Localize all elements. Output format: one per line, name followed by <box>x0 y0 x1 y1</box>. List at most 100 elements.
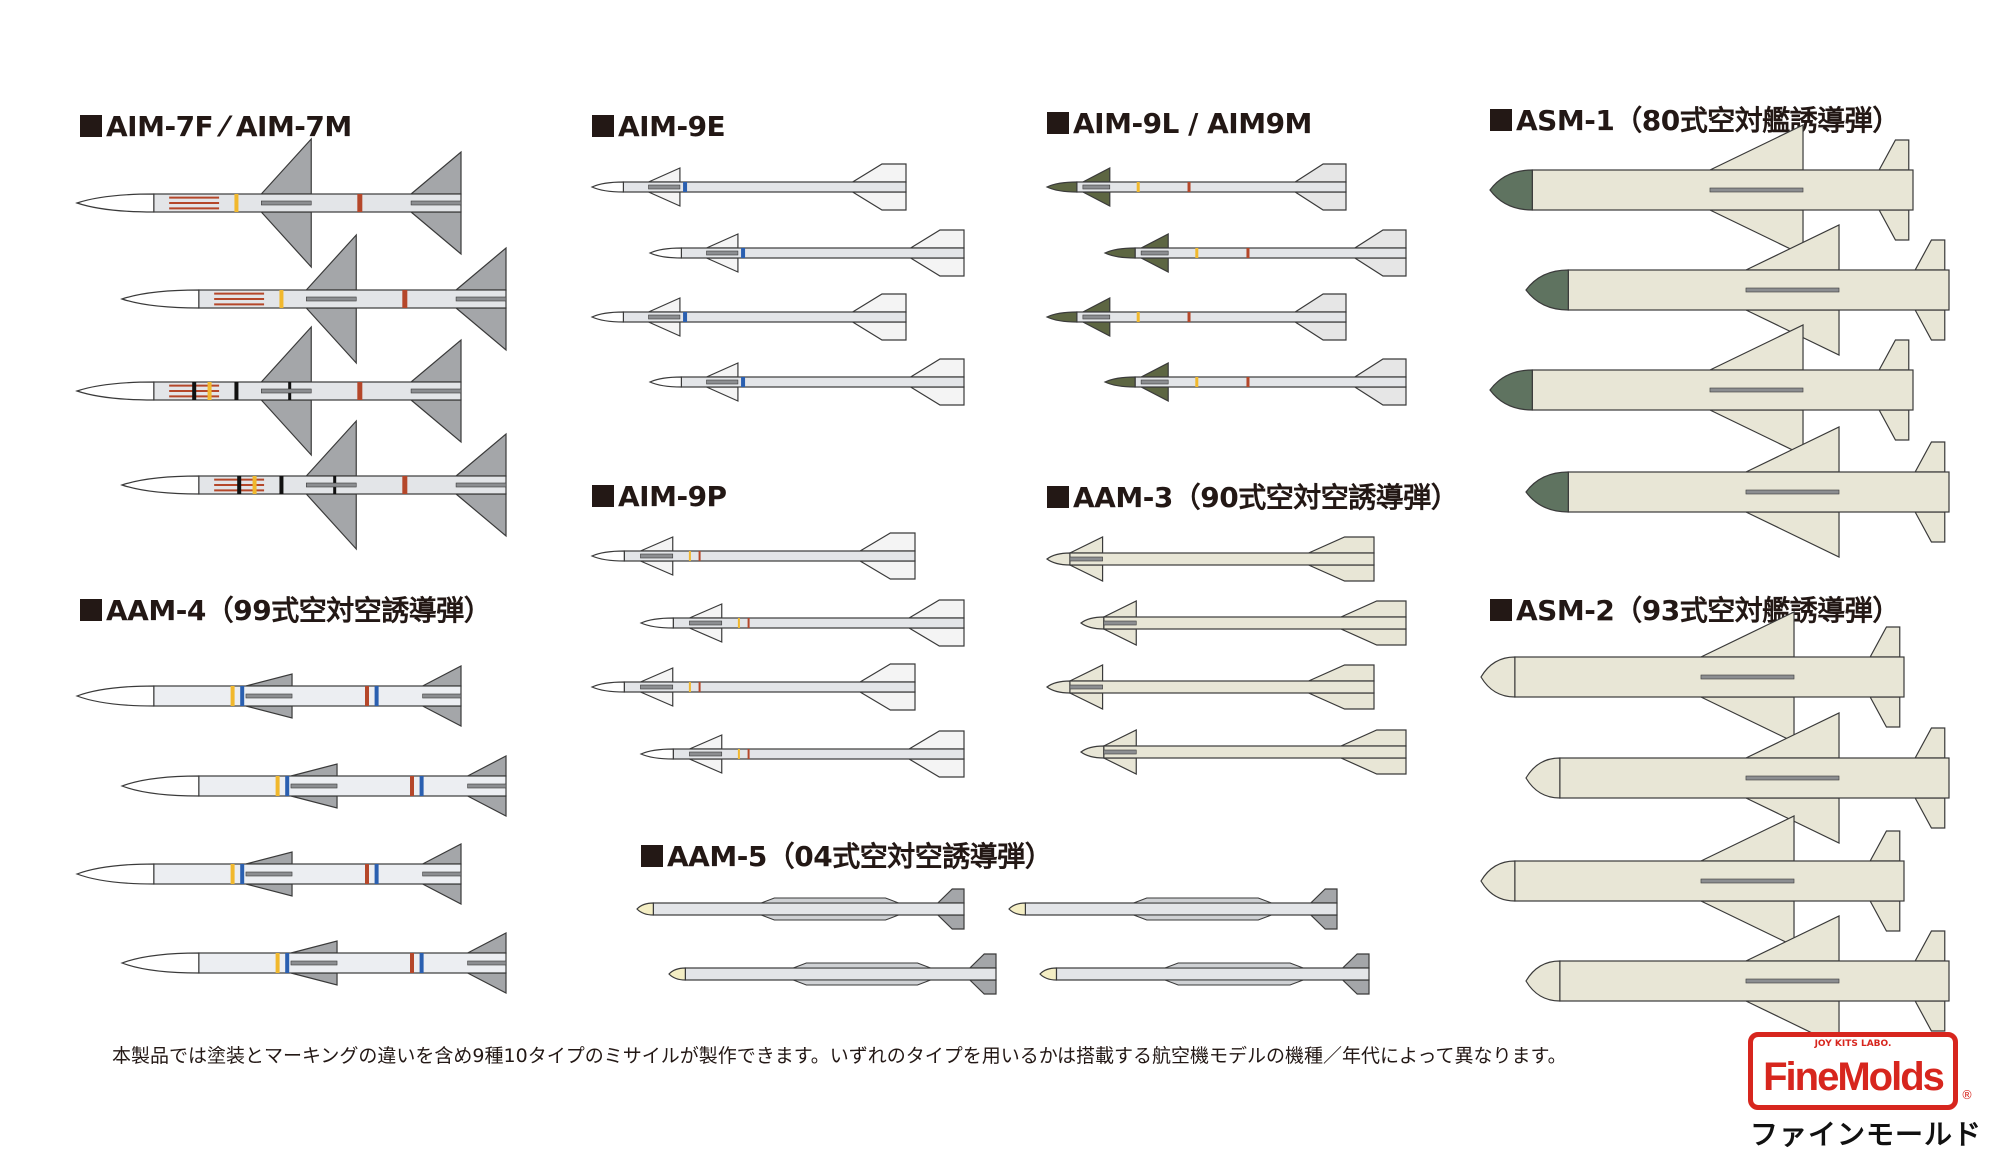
fin <box>290 972 338 986</box>
fin <box>857 691 916 711</box>
missile-nose <box>1080 616 1105 630</box>
section-title-aam5: AAM-5（04式空対空誘導弾） <box>641 840 1053 874</box>
band <box>279 476 284 494</box>
missile-nose <box>648 376 682 388</box>
band <box>230 864 235 884</box>
fin <box>1878 209 1910 241</box>
missile-asm1-1 <box>1489 124 1914 256</box>
fin-edge <box>1140 379 1169 385</box>
missile-asm2-4 <box>1525 915 1950 1047</box>
fin <box>1140 362 1169 378</box>
fin <box>409 399 462 444</box>
finemolds-logo: JOY KITS LABO. FineMolds <box>1748 1032 1958 1110</box>
fin <box>1914 727 1946 759</box>
fin <box>1082 321 1111 337</box>
fin <box>1914 797 1946 829</box>
fin <box>1103 600 1137 618</box>
missile-asm2-1 <box>1480 611 1905 743</box>
fin <box>1352 386 1407 406</box>
fin <box>304 233 357 291</box>
missile-nose <box>75 863 155 885</box>
fin <box>454 432 507 477</box>
strake <box>793 962 931 969</box>
band <box>240 686 245 706</box>
fin <box>1069 536 1104 554</box>
fin-edge <box>640 684 674 690</box>
band <box>237 476 242 494</box>
fin <box>689 603 723 619</box>
fin <box>1293 191 1347 211</box>
fin-edge <box>245 693 293 699</box>
fin <box>259 325 312 383</box>
fin <box>1103 729 1137 747</box>
fin <box>409 338 462 383</box>
fin <box>1914 309 1946 341</box>
strake <box>1133 914 1272 921</box>
fin <box>467 755 507 777</box>
fin <box>1309 914 1338 930</box>
fin <box>936 888 965 904</box>
band <box>1195 377 1199 387</box>
fin-edge <box>245 871 293 877</box>
band <box>1187 182 1191 192</box>
missile-aim9l-3 <box>1045 293 1347 341</box>
fin <box>1914 441 1946 473</box>
fin-edge <box>467 783 507 789</box>
fin <box>290 763 338 777</box>
fin <box>1340 600 1407 618</box>
title-square <box>80 115 102 137</box>
band <box>357 382 363 400</box>
fin <box>1103 757 1137 775</box>
fin-edge <box>467 960 507 966</box>
fin <box>1069 564 1104 582</box>
fin <box>1293 293 1347 313</box>
fin <box>1878 409 1910 441</box>
fin <box>850 321 907 341</box>
missile-asm1-2 <box>1525 224 1950 356</box>
band <box>683 182 688 192</box>
missile-aim9l-4 <box>1103 358 1407 406</box>
missile-nose <box>1525 757 1561 799</box>
band <box>747 618 750 628</box>
band <box>1246 377 1250 387</box>
missile-nose <box>120 475 200 495</box>
missile-aam3-2 <box>1080 600 1407 646</box>
fin <box>1878 139 1910 171</box>
strake <box>1133 897 1272 904</box>
fin-edge <box>261 200 312 206</box>
title-square <box>80 599 102 621</box>
missile-body <box>153 685 462 707</box>
missile-nose <box>1045 552 1071 566</box>
band <box>741 377 746 387</box>
missile-body <box>1134 247 1407 259</box>
missile-aim9e-4 <box>648 358 965 406</box>
missile-aim7-4 <box>120 419 507 551</box>
section-title-aim9l: AIM-9L / AIM9M <box>1047 107 1312 141</box>
missile-aam3-4 <box>1080 729 1407 775</box>
fin-edge <box>290 783 338 789</box>
missile-aim9e-3 <box>590 293 907 341</box>
fin <box>1700 815 1795 862</box>
fin <box>1869 696 1901 728</box>
missile-body <box>1055 967 1370 981</box>
fin <box>906 730 965 750</box>
fin-edge <box>306 296 357 302</box>
missile-body <box>1103 616 1407 630</box>
fin <box>1140 386 1169 402</box>
band <box>365 864 369 884</box>
fin <box>1293 321 1347 341</box>
fin <box>689 758 723 774</box>
band <box>357 194 363 212</box>
strake <box>793 979 931 986</box>
fin-edge <box>1709 387 1804 393</box>
fin <box>1869 900 1901 932</box>
missile-nose <box>1045 680 1071 694</box>
missile-body <box>1076 181 1347 193</box>
fin-edge <box>422 693 462 699</box>
fin <box>857 532 916 552</box>
band <box>207 382 212 400</box>
band <box>374 686 379 706</box>
fin-edge <box>648 314 681 320</box>
title-square <box>592 485 614 507</box>
fin-edge <box>1745 978 1840 984</box>
